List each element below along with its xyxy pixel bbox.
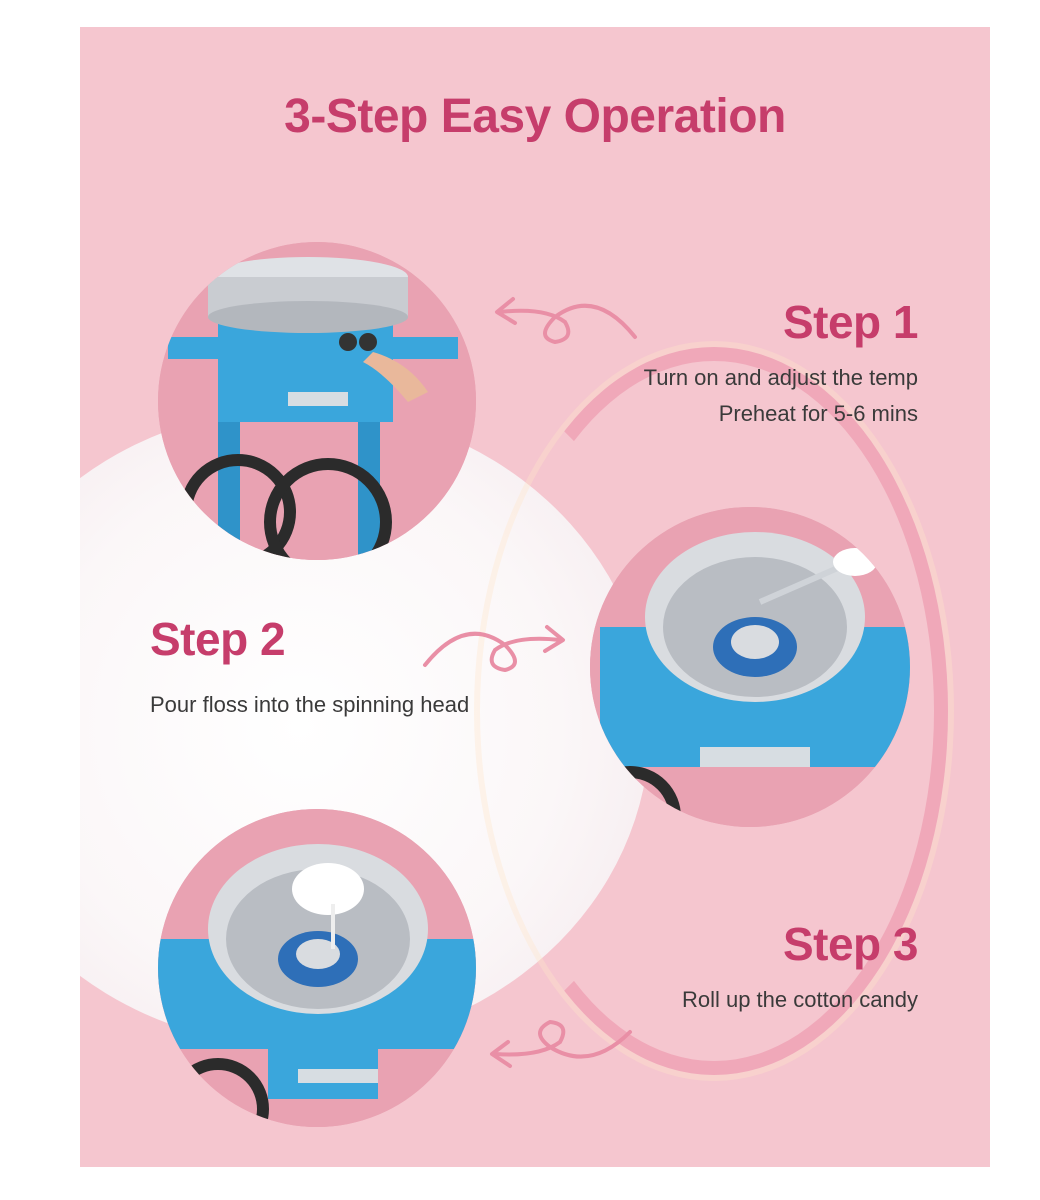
step3-text: Roll up the cotton candy <box>681 987 918 1012</box>
spinning-head-image <box>590 507 910 827</box>
step2-text: Pour floss into the spinning head <box>150 692 470 717</box>
page-title: 3-Step Easy Operation <box>284 90 786 143</box>
operation-panel: 3-Step Easy Operation Step 1 Turn on and… <box>80 27 990 1167</box>
finished-cotton-candy-image <box>158 809 476 1127</box>
swirl-arrow-left-icon <box>495 297 637 345</box>
step1-text-line2: Preheat for 5-6 mins <box>718 401 918 426</box>
step1-heading: Step 1 <box>782 296 919 348</box>
step3-photo <box>158 809 476 1127</box>
cotton-candy-cart-image <box>158 242 476 560</box>
step1-photo <box>158 242 476 560</box>
swirl-arrow-left-icon <box>490 1019 632 1068</box>
step2-heading: Step 2 <box>150 613 286 665</box>
step3-heading: Step 3 <box>782 918 919 970</box>
step1-text-line1: Turn on and adjust the temp <box>643 365 918 390</box>
swirl-arrow-right-icon <box>423 625 565 673</box>
step2-photo <box>590 507 910 827</box>
